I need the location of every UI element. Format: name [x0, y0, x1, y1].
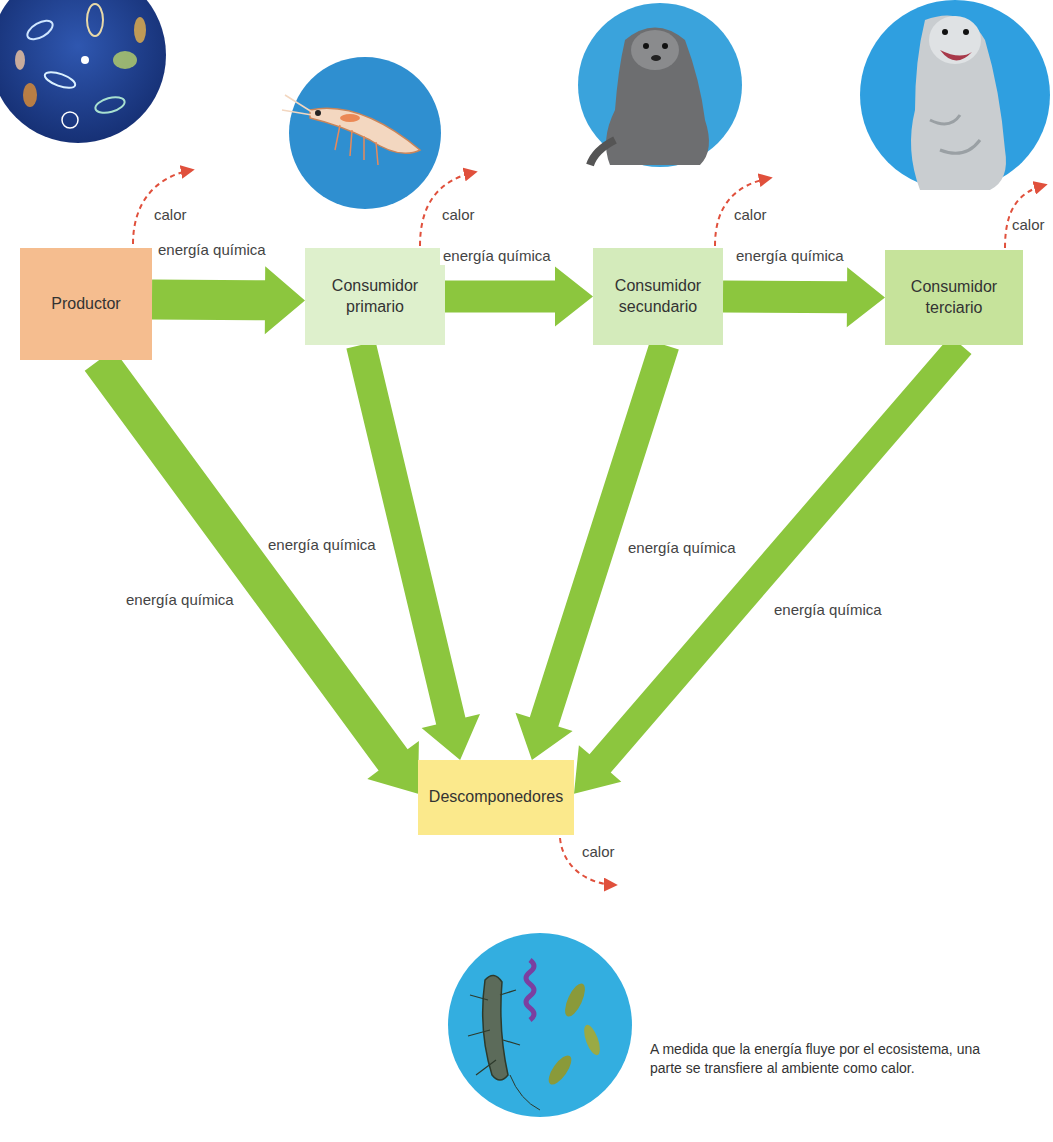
krill-illustration [282, 57, 441, 209]
edge-label: energía química [625, 539, 739, 557]
heat-arrow [715, 178, 770, 246]
heat-label: calor [732, 206, 769, 224]
edge-label: energía química [771, 601, 885, 619]
box-label: Consumidor secundario [601, 276, 715, 318]
box-content: Descomponedores [429, 787, 563, 808]
plankton-illustration [0, 0, 166, 143]
level-box: Consumidor primario [305, 248, 445, 345]
heat-arrow [133, 170, 192, 244]
edge-label: energía química [123, 591, 237, 609]
box-content: Productor [51, 294, 120, 315]
box-content: Consumidor primario [313, 276, 437, 318]
energy-arrow [152, 266, 305, 334]
edge-label: energía química [440, 247, 554, 265]
heat-label: calor [1010, 216, 1047, 234]
level-box: Consumidor terciario [885, 250, 1023, 345]
energy-arrow [574, 336, 972, 794]
box-content: Consumidor secundario [601, 276, 715, 318]
heat-label: calor [580, 843, 617, 861]
figure-caption: A medida que la energía fluye por el eco… [650, 1040, 1010, 1078]
energy-arrow [445, 267, 593, 327]
heat-label: calor [152, 206, 189, 224]
box-label: Descomponedores [429, 787, 563, 808]
energy-arrow [723, 267, 885, 327]
decomposer-illustration [448, 933, 632, 1117]
seal-illustration [578, 3, 742, 167]
heat-label: calor [440, 206, 477, 224]
level-box: Productor [20, 248, 152, 360]
box-content: Consumidor terciario [893, 277, 1015, 319]
box-label: Consumidor primario [313, 276, 437, 318]
edge-label: energía química [155, 241, 269, 259]
box-label: Productor [51, 294, 120, 315]
leopard-seal-illustration [860, 0, 1050, 190]
level-box: Descomponedores [418, 760, 574, 835]
edge-label: energía química [733, 247, 847, 265]
level-box: Consumidor secundario [593, 248, 723, 345]
box-label: Consumidor terciario [893, 277, 1015, 319]
edge-label: energía química [265, 536, 379, 554]
